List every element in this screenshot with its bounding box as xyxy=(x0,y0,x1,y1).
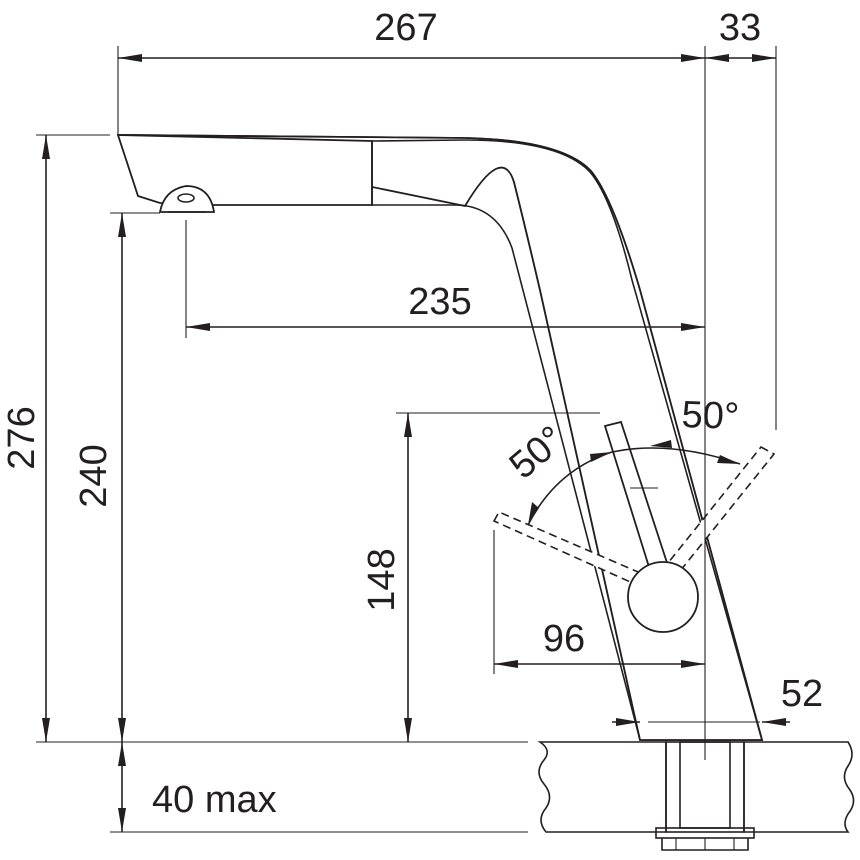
label-angle-right: 50° xyxy=(681,394,740,438)
aerator xyxy=(158,185,216,213)
arrow-52-right xyxy=(762,718,786,726)
label-angle-left: 50° xyxy=(502,418,573,487)
arrow-96-right xyxy=(681,660,705,668)
lever-assembly xyxy=(492,420,776,633)
arrow-40-bottom xyxy=(118,808,126,832)
label-countertop-thickness: 40 max xyxy=(152,779,277,821)
arrow-angle-right-end xyxy=(717,455,740,464)
dimension-lines xyxy=(42,54,790,832)
lever-swing-arc xyxy=(527,447,741,526)
arrow-148-top xyxy=(404,413,412,437)
label-total-height: 276 xyxy=(1,406,43,469)
label-outlet-height: 240 xyxy=(73,444,115,507)
faucet-body-fill xyxy=(117,134,764,741)
arrow-angle-left-start xyxy=(590,452,612,462)
arrow-240-bottom xyxy=(118,718,126,742)
label-lever-height: 148 xyxy=(361,548,403,611)
arrow-angle-left-end xyxy=(528,502,539,525)
label-total-length: 267 xyxy=(374,7,437,49)
countertop-left-hatch xyxy=(537,741,667,833)
arrow-52-left xyxy=(616,718,640,726)
mounting-washer xyxy=(655,827,755,839)
lever-hub xyxy=(627,561,699,633)
countertop-section xyxy=(537,741,855,851)
spout-outer-curve xyxy=(371,139,763,741)
label-base-diameter: 52 xyxy=(781,673,823,715)
label-offset-right: 33 xyxy=(719,7,761,49)
countertop-right-hatch xyxy=(743,741,855,833)
arrow-angle-right-start xyxy=(650,440,672,448)
extension-lines xyxy=(36,46,777,833)
spout-inner-curve xyxy=(372,204,641,741)
label-spout-reach: 235 xyxy=(408,281,471,323)
arrow-240-top xyxy=(118,213,126,237)
arrow-235-right xyxy=(681,323,705,331)
arrow-235-left xyxy=(186,323,210,331)
faucet-body xyxy=(116,134,764,741)
label-lever-reach: 96 xyxy=(543,618,585,660)
arrow-96-left xyxy=(494,660,518,668)
arrow-33-left xyxy=(705,54,729,62)
arrow-267-left xyxy=(118,54,142,62)
spout-head xyxy=(116,134,373,206)
arrow-148-bottom xyxy=(404,718,412,742)
arrow-33-right xyxy=(752,54,776,62)
arrow-276-top xyxy=(42,135,50,159)
arrow-40-top xyxy=(118,742,126,766)
aerator-detail xyxy=(177,193,195,203)
arrow-276-bottom xyxy=(42,718,50,742)
arrow-267-right xyxy=(681,54,705,62)
